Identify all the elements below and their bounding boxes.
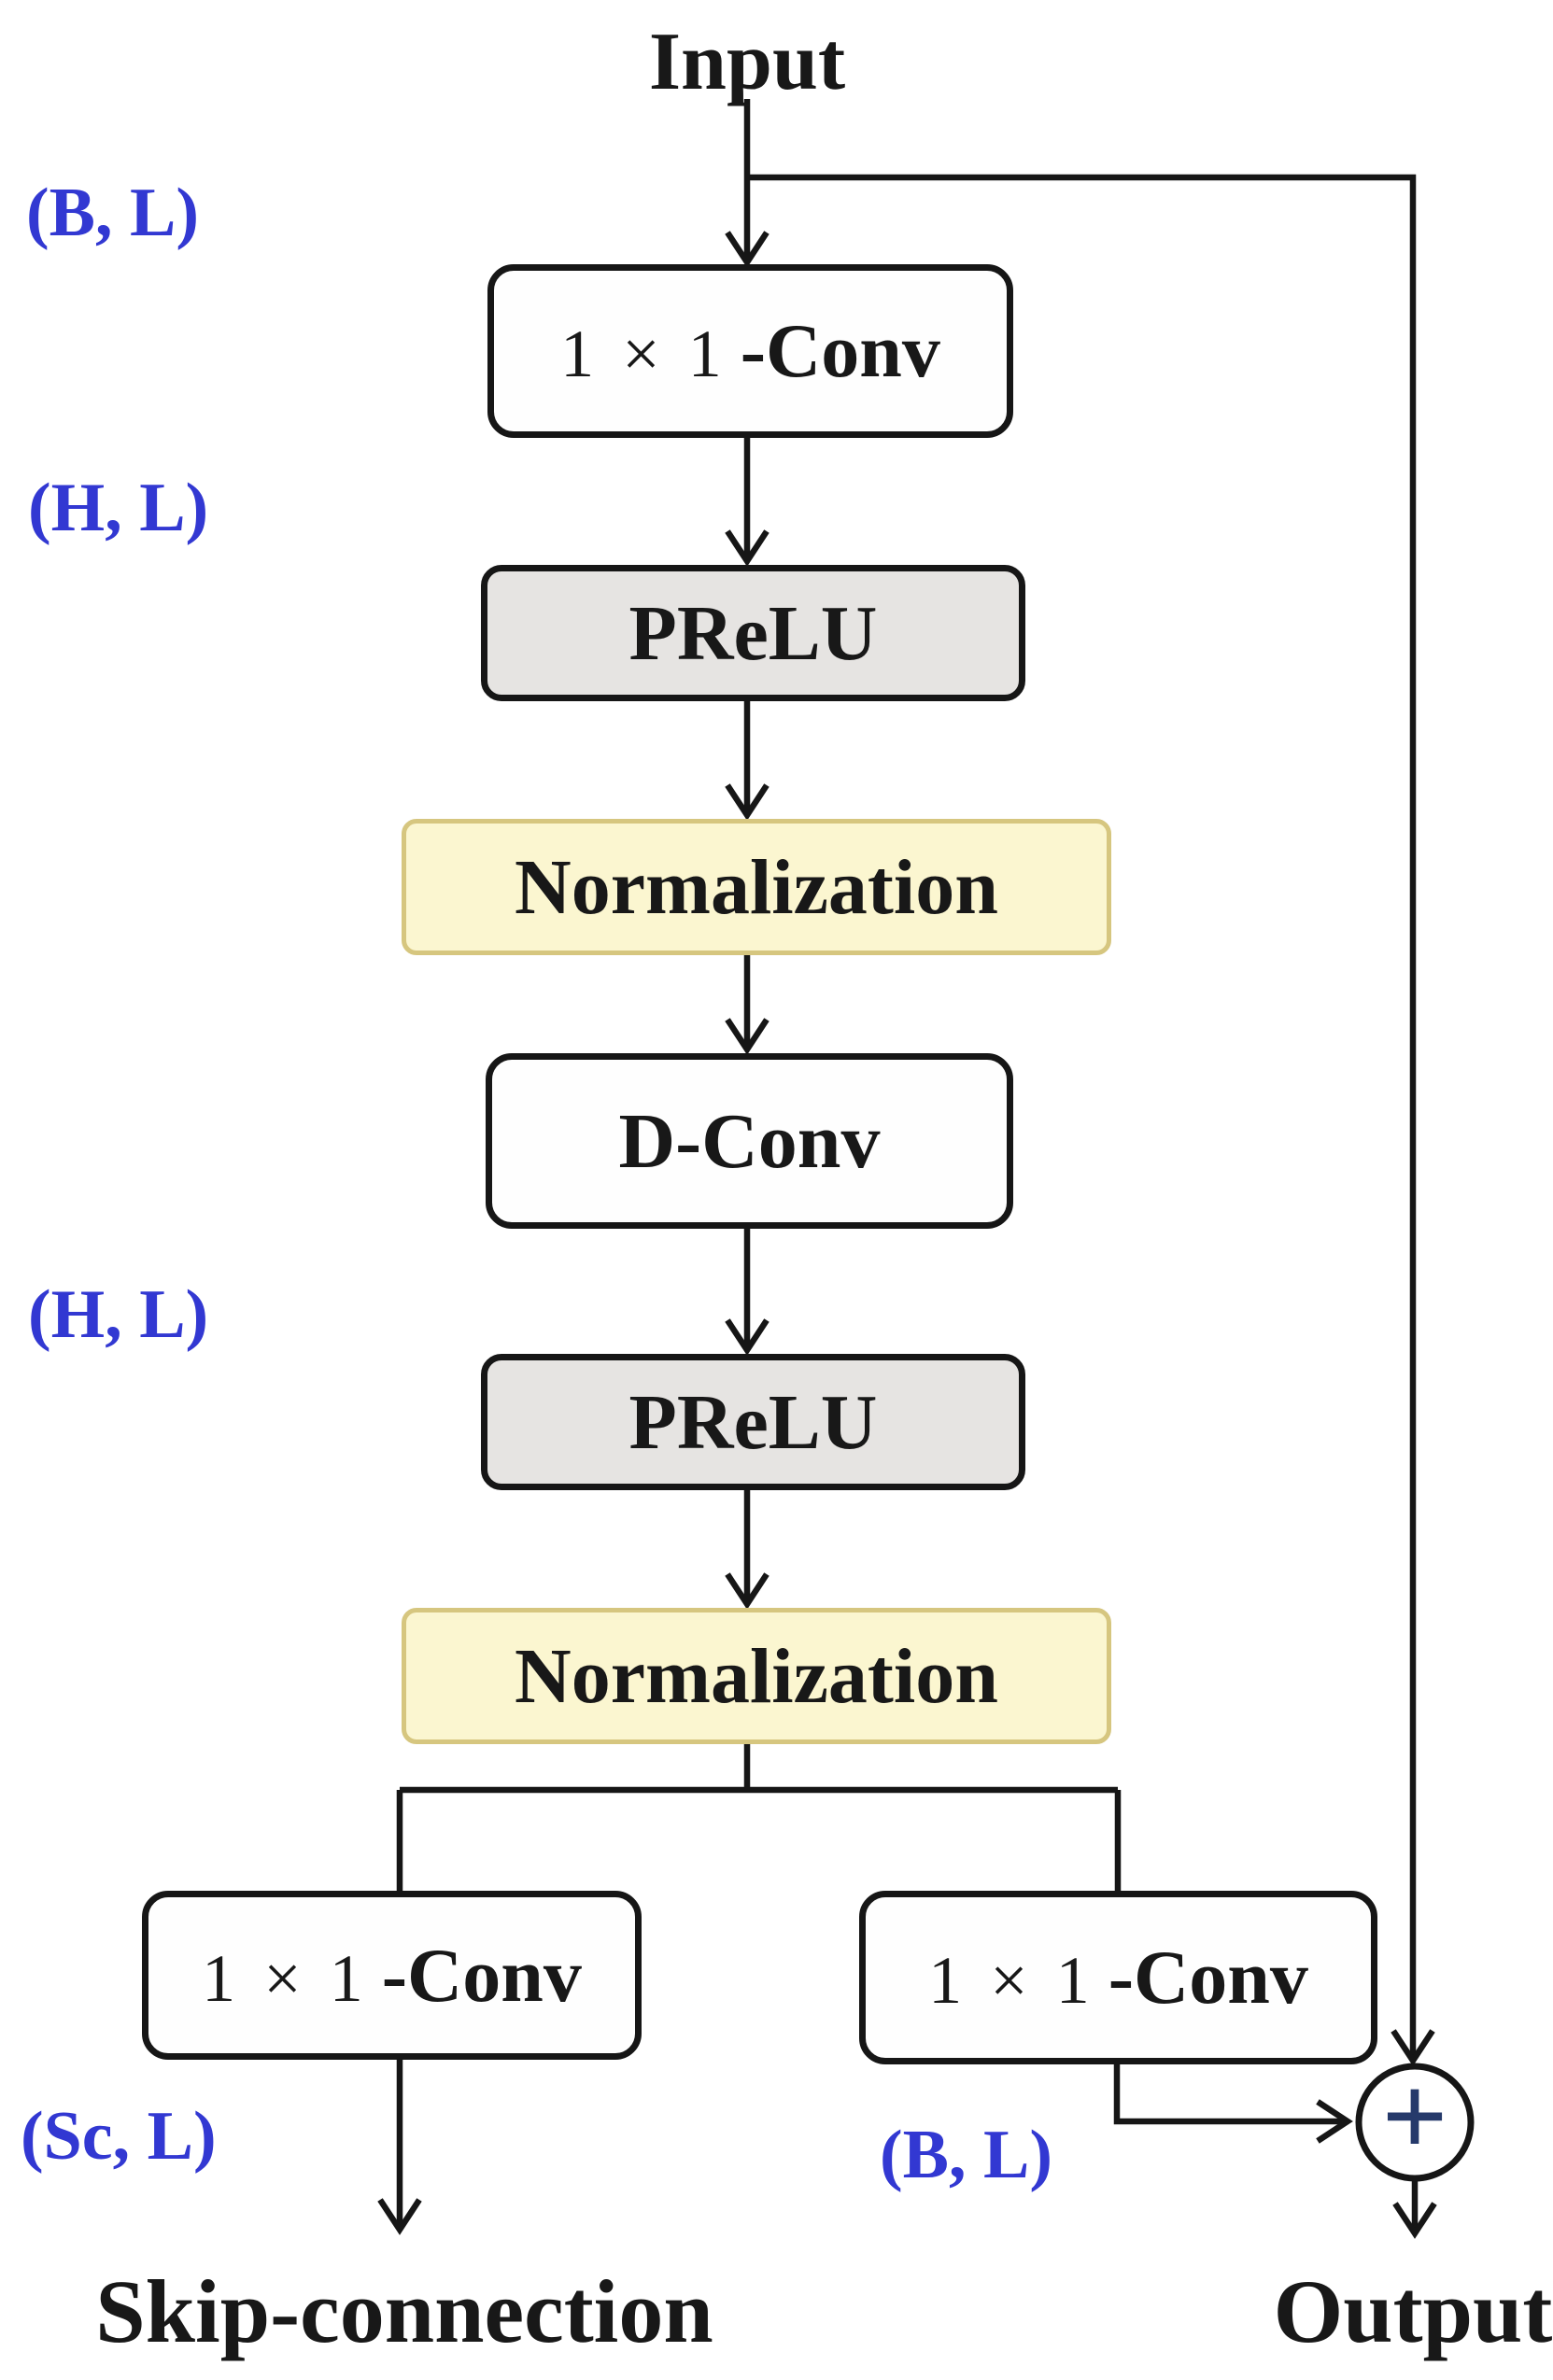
conv1x1-top-name: -Conv xyxy=(740,308,940,393)
node-prelu-bottom: PReLU xyxy=(481,1354,1025,1490)
arrowhead-prelu1-to-norm1 xyxy=(725,783,769,821)
normalization-top-label: Normalization xyxy=(515,843,998,931)
node-conv1x1-residual: 1 × 1-Conv xyxy=(859,1891,1377,2064)
split-connector xyxy=(396,1744,1122,1894)
arrowhead-residual-to-sum xyxy=(1316,2099,1353,2144)
residual-skip-line xyxy=(747,174,1417,2055)
conv1x1-residual-name: -Conv xyxy=(1108,1935,1308,2020)
conv1x1-top-kernel: 1 × 1 xyxy=(560,317,727,391)
node-normalization-bottom: Normalization xyxy=(402,1608,1111,1744)
arrowhead-prelu2-to-norm2 xyxy=(725,1572,769,1610)
arrowhead-dconv-to-prelu2 xyxy=(725,1318,769,1356)
arrowhead-norm1-to-dconv xyxy=(725,1018,769,1055)
arrowhead-convskip-down xyxy=(377,2198,422,2235)
arrowhead-input-to-conv1 xyxy=(725,231,769,268)
arrowhead-sum-to-output xyxy=(1392,2202,1437,2239)
conv1x1-skip-name: -Conv xyxy=(381,1932,582,2018)
arrowhead-skip-to-sum xyxy=(1391,2029,1435,2066)
residual-branch-line xyxy=(1113,2064,1342,2125)
dim-label-hl-top: (H, L) xyxy=(28,470,209,546)
dim-label-sc-bottom: (Sc, L) xyxy=(21,2098,217,2175)
prelu-top-label: PReLU xyxy=(628,589,878,677)
dim-label-hl-mid: (H, L) xyxy=(28,1276,209,1353)
sum-circle xyxy=(1355,2063,1475,2182)
normalization-bottom-label: Normalization xyxy=(515,1632,998,1720)
output-label: Output xyxy=(1273,2261,1553,2361)
node-dconv: D-Conv xyxy=(486,1053,1013,1229)
skip-connection-label: Skip-connection xyxy=(95,2261,713,2361)
node-normalization-top: Normalization xyxy=(402,819,1111,955)
conv1x1-residual-kernel: 1 × 1 xyxy=(928,1943,1095,2018)
arrowhead-conv1-to-prelu1 xyxy=(725,529,769,567)
node-prelu-top: PReLU xyxy=(481,565,1025,701)
input-label: Input xyxy=(648,17,846,107)
dim-label-bl-bottom: (B, L) xyxy=(880,2117,1052,2193)
dim-label-bl-top: (B, L) xyxy=(26,175,199,251)
node-conv1x1-top: 1 × 1-Conv xyxy=(487,264,1013,438)
sum-plus-symbol: + xyxy=(1381,2052,1448,2182)
conv1x1-skip-kernel: 1 × 1 xyxy=(202,1940,369,2016)
prelu-bottom-label: PReLU xyxy=(628,1378,878,1466)
dconv-label: D-Conv xyxy=(618,1097,881,1185)
node-conv1x1-skip: 1 × 1-Conv xyxy=(142,1891,642,2060)
